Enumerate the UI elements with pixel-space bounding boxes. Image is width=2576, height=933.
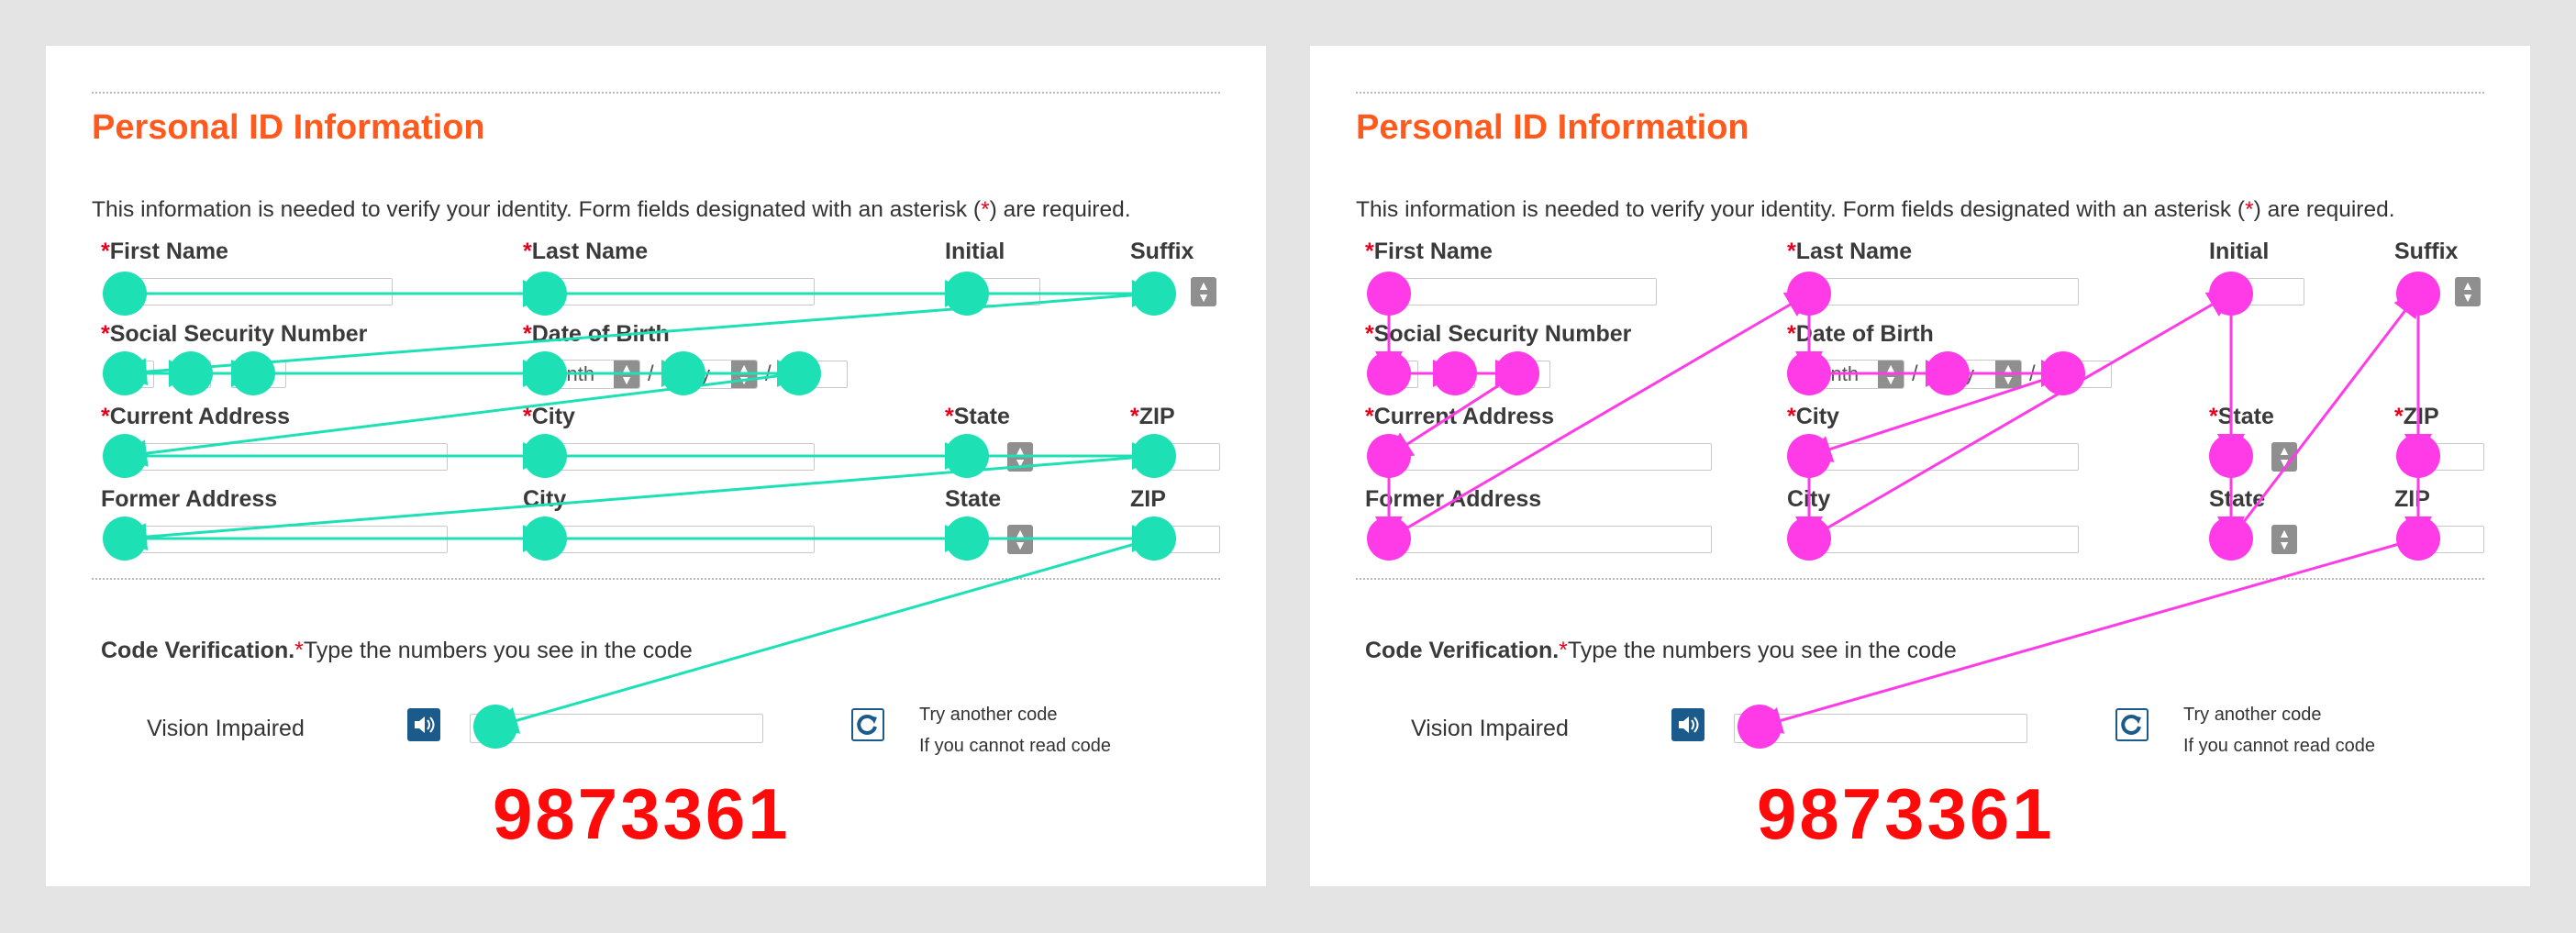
label-state: *State (945, 404, 1010, 429)
audio-captcha-button[interactable] (1671, 708, 1704, 741)
intro-text: This information is needed to verify you… (1356, 197, 2395, 222)
label-last-name: *Last Name (1787, 239, 1913, 264)
cannot-read-code-text: If you cannot read code (919, 736, 1112, 756)
refresh-icon (2121, 714, 2141, 735)
label-former-city: City (523, 486, 567, 512)
label-state: *State (2209, 404, 2274, 429)
form-panel-right: Personal ID Information This information… (1310, 46, 2530, 886)
gaze-path-overlay-right (1367, 272, 2440, 749)
label-zip: *ZIP (1130, 404, 1175, 429)
label-former-state: State (945, 486, 1002, 512)
select-spinner-icon: ▲▼ (1197, 278, 1210, 305)
last-name-input[interactable] (1794, 278, 2079, 305)
label-first-name: *First Name (101, 239, 228, 264)
page-title: Personal ID Information (1356, 108, 1749, 147)
label-former-address: Former Address (1365, 486, 1542, 512)
page-title: Personal ID Information (92, 108, 485, 147)
gaze-path-overlay-left (103, 272, 1176, 749)
label-last-name: *Last Name (523, 239, 649, 264)
first-name-input[interactable] (1372, 278, 1657, 305)
label-initial: Initial (945, 239, 1005, 264)
label-former-zip: ZIP (2394, 486, 2430, 512)
label-suffix: Suffix (1130, 239, 1194, 264)
label-first-name: *First Name (1365, 239, 1493, 264)
former-state-select[interactable]: ▲▼ (2271, 525, 2297, 554)
label-initial: Initial (2209, 239, 2270, 264)
label-city: *City (1787, 404, 1839, 429)
suffix-select[interactable]: ▲▼ (2455, 277, 2481, 306)
divider-top (1356, 92, 2484, 94)
code-verification-label: Code Verification.*Type the numbers you … (101, 638, 693, 663)
label-suffix: Suffix (2394, 239, 2459, 264)
label-current-address: *Current Address (101, 404, 291, 429)
label-former-zip: ZIP (1130, 486, 1166, 512)
captcha-image: 9873361 (493, 773, 791, 854)
form-panel-left: Personal ID Information This information… (46, 46, 1266, 886)
divider-top (92, 92, 1220, 94)
select-spinner-icon: ▲▼ (2461, 278, 2474, 305)
try-another-code-link[interactable]: Try another code (2183, 705, 2322, 725)
refresh-captcha-button[interactable] (2115, 708, 2149, 741)
label-city: *City (523, 404, 575, 429)
speaker-icon (1679, 716, 1699, 733)
former-city-input[interactable] (1794, 526, 2079, 553)
cannot-read-code-text: If you cannot read code (2183, 736, 2376, 756)
audio-captcha-button[interactable] (407, 708, 440, 741)
speaker-icon (415, 716, 435, 733)
label-former-address: Former Address (101, 486, 278, 512)
code-verification-label: Code Verification.*Type the numbers you … (1365, 638, 1957, 663)
label-dob: *Date of Birth (1787, 321, 1934, 347)
label-ssn: *Social Security Number (1365, 321, 1632, 347)
refresh-captcha-button[interactable] (851, 708, 884, 741)
vision-impaired-label: Vision Impaired (147, 716, 305, 741)
first-name-input[interactable] (108, 278, 393, 305)
last-name-input[interactable] (530, 278, 815, 305)
label-current-address: *Current Address (1365, 404, 1555, 429)
select-spinner-icon: ▲▼ (1014, 526, 1027, 552)
refresh-icon (857, 714, 877, 735)
intro-text: This information is needed to verify you… (92, 197, 1131, 222)
divider-bottom (92, 578, 1220, 580)
suffix-select[interactable]: ▲▼ (1191, 277, 1216, 306)
try-another-code-link[interactable]: Try another code (919, 705, 1058, 725)
vision-impaired-label: Vision Impaired (1411, 716, 1569, 741)
label-ssn: *Social Security Number (101, 321, 368, 347)
divider-bottom (1356, 578, 2484, 580)
captcha-image: 9873361 (1757, 773, 2055, 854)
former-address-input[interactable] (1372, 526, 1712, 553)
label-zip: *ZIP (2394, 404, 2439, 429)
select-spinner-icon: ▲▼ (2278, 526, 2291, 552)
